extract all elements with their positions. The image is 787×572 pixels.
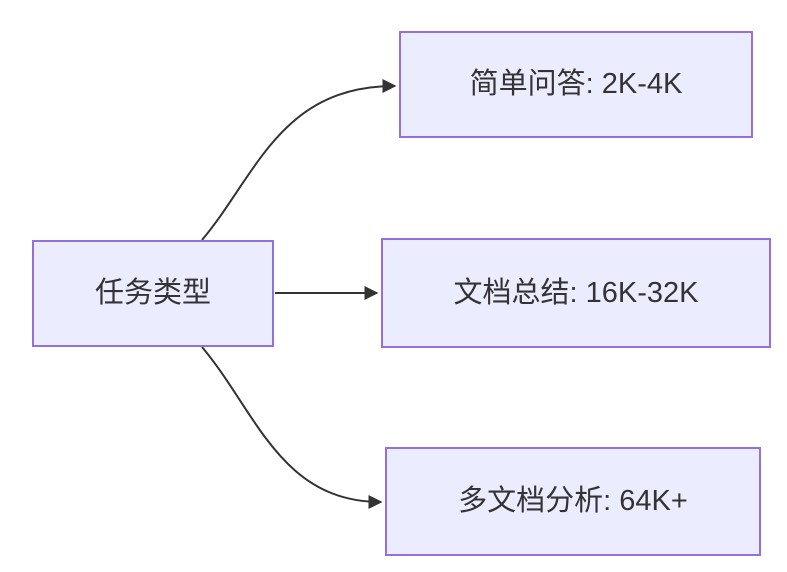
node-doc-summary: 文档总结: 16K-32K bbox=[381, 238, 771, 348]
node-multidoc-analysis: 多文档分析: 64K+ bbox=[385, 447, 761, 556]
edge-root-to-multidoc-analysis bbox=[201, 346, 383, 509]
node-simple-qa: 简单问答: 2K-4K bbox=[399, 31, 753, 138]
node-task-type: 任务类型 bbox=[32, 240, 274, 347]
node-simple-qa-label: 简单问答: 2K-4K bbox=[469, 68, 683, 101]
edge-root-to-simple-qa bbox=[201, 79, 397, 241]
node-task-type-label: 任务类型 bbox=[94, 277, 211, 310]
node-doc-summary-label: 文档总结: 16K-32K bbox=[453, 276, 699, 309]
node-multidoc-analysis-label: 多文档分析: 64K+ bbox=[458, 485, 688, 518]
